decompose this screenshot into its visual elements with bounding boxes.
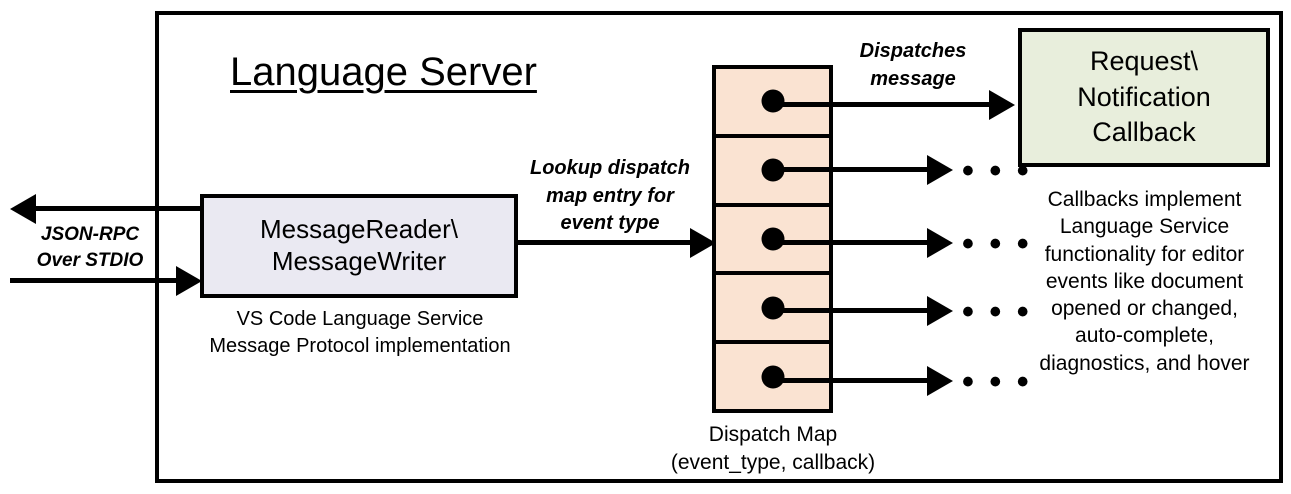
jsonrpc-in-line (10, 278, 178, 283)
page-title: Language Server (230, 50, 537, 94)
dispatch-out-line-5 (769, 378, 929, 383)
jsonrpc-in-arrowhead (176, 266, 202, 296)
dispatch-out-line-3 (769, 240, 929, 245)
callbacks-description: Callbacks implement Language Service fun… (1039, 188, 1250, 375)
messagereader-writer-label: MessageReader\ MessageWriter (260, 214, 458, 276)
jsonrpc-edge-label: JSON-RPC Over STDIO (36, 224, 144, 272)
dispatch-out-arrowhead-5 (927, 366, 953, 396)
dispatch-map-table[interactable] (712, 65, 833, 413)
dispatch-out-ellipsis-5: • • • (962, 363, 1032, 401)
dispatch-out-ellipsis-4: • • • (962, 293, 1032, 331)
lookup-edge-line (518, 240, 694, 245)
dispatch-map-caption: Dispatch Map (event_type, callback) (670, 423, 876, 475)
dispatch-entry-dot-icon (761, 365, 785, 389)
jsonrpc-out-arrowhead (10, 194, 36, 224)
request-notification-callback-label: Request\ Notification Callback (1077, 46, 1211, 148)
dispatch-out-line-4 (769, 308, 929, 313)
dispatch-out-arrowhead-3 (927, 228, 953, 258)
dispatch-map-row[interactable] (712, 65, 833, 134)
dispatch-out-ellipsis-3: • • • (962, 225, 1032, 263)
dispatch-out-line-1 (769, 102, 991, 107)
messagereader-writer-caption: VS Code Language Service Message Protoco… (209, 308, 511, 357)
lookup-edge-arrowhead (690, 228, 716, 258)
lookup-edge-label: Lookup dispatch map entry for event type (530, 157, 690, 235)
dispatches-edge-label: Dispatches message (859, 40, 967, 90)
dispatch-out-arrowhead-4 (927, 296, 953, 326)
dispatch-entry-dot-icon (761, 227, 785, 251)
request-notification-callback-box[interactable]: Request\ Notification Callback (1018, 28, 1270, 167)
jsonrpc-out-line (36, 206, 202, 211)
dispatch-entry-dot-icon (761, 296, 785, 320)
dispatch-map-row[interactable] (712, 202, 833, 272)
dispatch-out-arrowhead-1 (989, 90, 1015, 120)
dispatch-map-row[interactable] (712, 340, 833, 413)
dispatch-entry-dot-icon (761, 89, 785, 113)
dispatch-out-line-2 (769, 167, 929, 172)
dispatch-out-arrowhead-2 (927, 155, 953, 185)
dispatch-out-ellipsis-2: • • • (962, 152, 1032, 190)
messagereader-writer-box[interactable]: MessageReader\ MessageWriter (200, 194, 518, 298)
language-server-container (155, 11, 1283, 483)
dispatch-map-row[interactable] (712, 271, 833, 341)
